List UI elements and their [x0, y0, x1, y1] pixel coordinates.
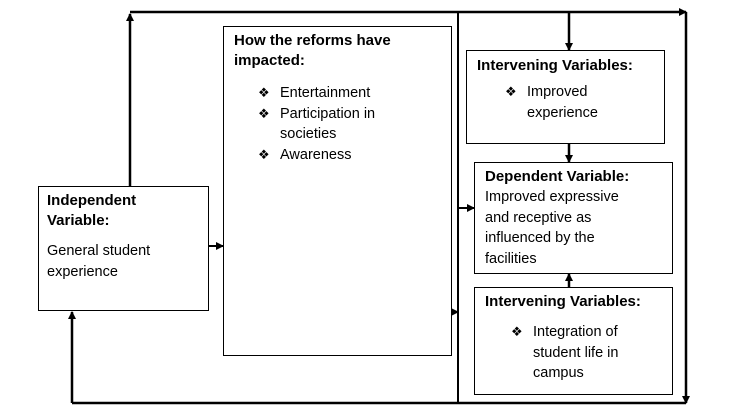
independent-variable-text: General student experience [47, 243, 151, 280]
intervening-variables-top-box: Intervening Variables: ❖ Improved experi… [466, 50, 665, 144]
reforms-box: How the reforms have impacted: ❖ Enterta… [223, 26, 452, 356]
intervening-bottom-title: Intervening Variables: [485, 293, 641, 310]
intervening-top-item: ❖ Improved experience [505, 82, 637, 123]
independent-variable-box: Independent Variable: General student ex… [38, 186, 209, 311]
reforms-item-label: Participation in societies [280, 105, 376, 143]
independent-variable-title: Independent Variable: [47, 192, 137, 229]
reforms-title: How the reforms have impacted: [234, 32, 391, 69]
diamond-bullet-icon: ❖ [258, 85, 270, 100]
diamond-bullet-icon: ❖ [505, 84, 517, 99]
dependent-variable-text: Improved expressive and receptive as inf… [485, 189, 619, 267]
reforms-item-label: Awareness [280, 146, 352, 163]
intervening-bottom-item: ❖ Integration of student life in campus [511, 322, 658, 384]
intervening-top-title: Intervening Variables: [477, 57, 633, 74]
intervening-variables-bottom-box: Intervening Variables: ❖ Integration of … [474, 287, 673, 395]
intervening-bottom-item-label: Integration of student life in campus [533, 324, 619, 381]
intervening-top-item-label: Improved experience [527, 84, 598, 121]
diamond-bullet-icon: ❖ [511, 324, 523, 339]
reforms-list: ❖ Entertainment ❖ Participation in socie… [258, 83, 418, 165]
reforms-list-item: ❖ Awareness [258, 145, 418, 166]
diamond-bullet-icon: ❖ [258, 146, 270, 162]
reforms-list-item: ❖ Entertainment [258, 83, 418, 104]
reforms-list-item: ❖ Participation in societies [258, 104, 418, 145]
diamond-bullet-icon: ❖ [258, 105, 270, 121]
reforms-item-label: Entertainment [280, 85, 371, 101]
dependent-variable-box: Dependent Variable: Improved expressive … [474, 162, 673, 274]
dependent-variable-title: Dependent Variable: [485, 168, 630, 185]
